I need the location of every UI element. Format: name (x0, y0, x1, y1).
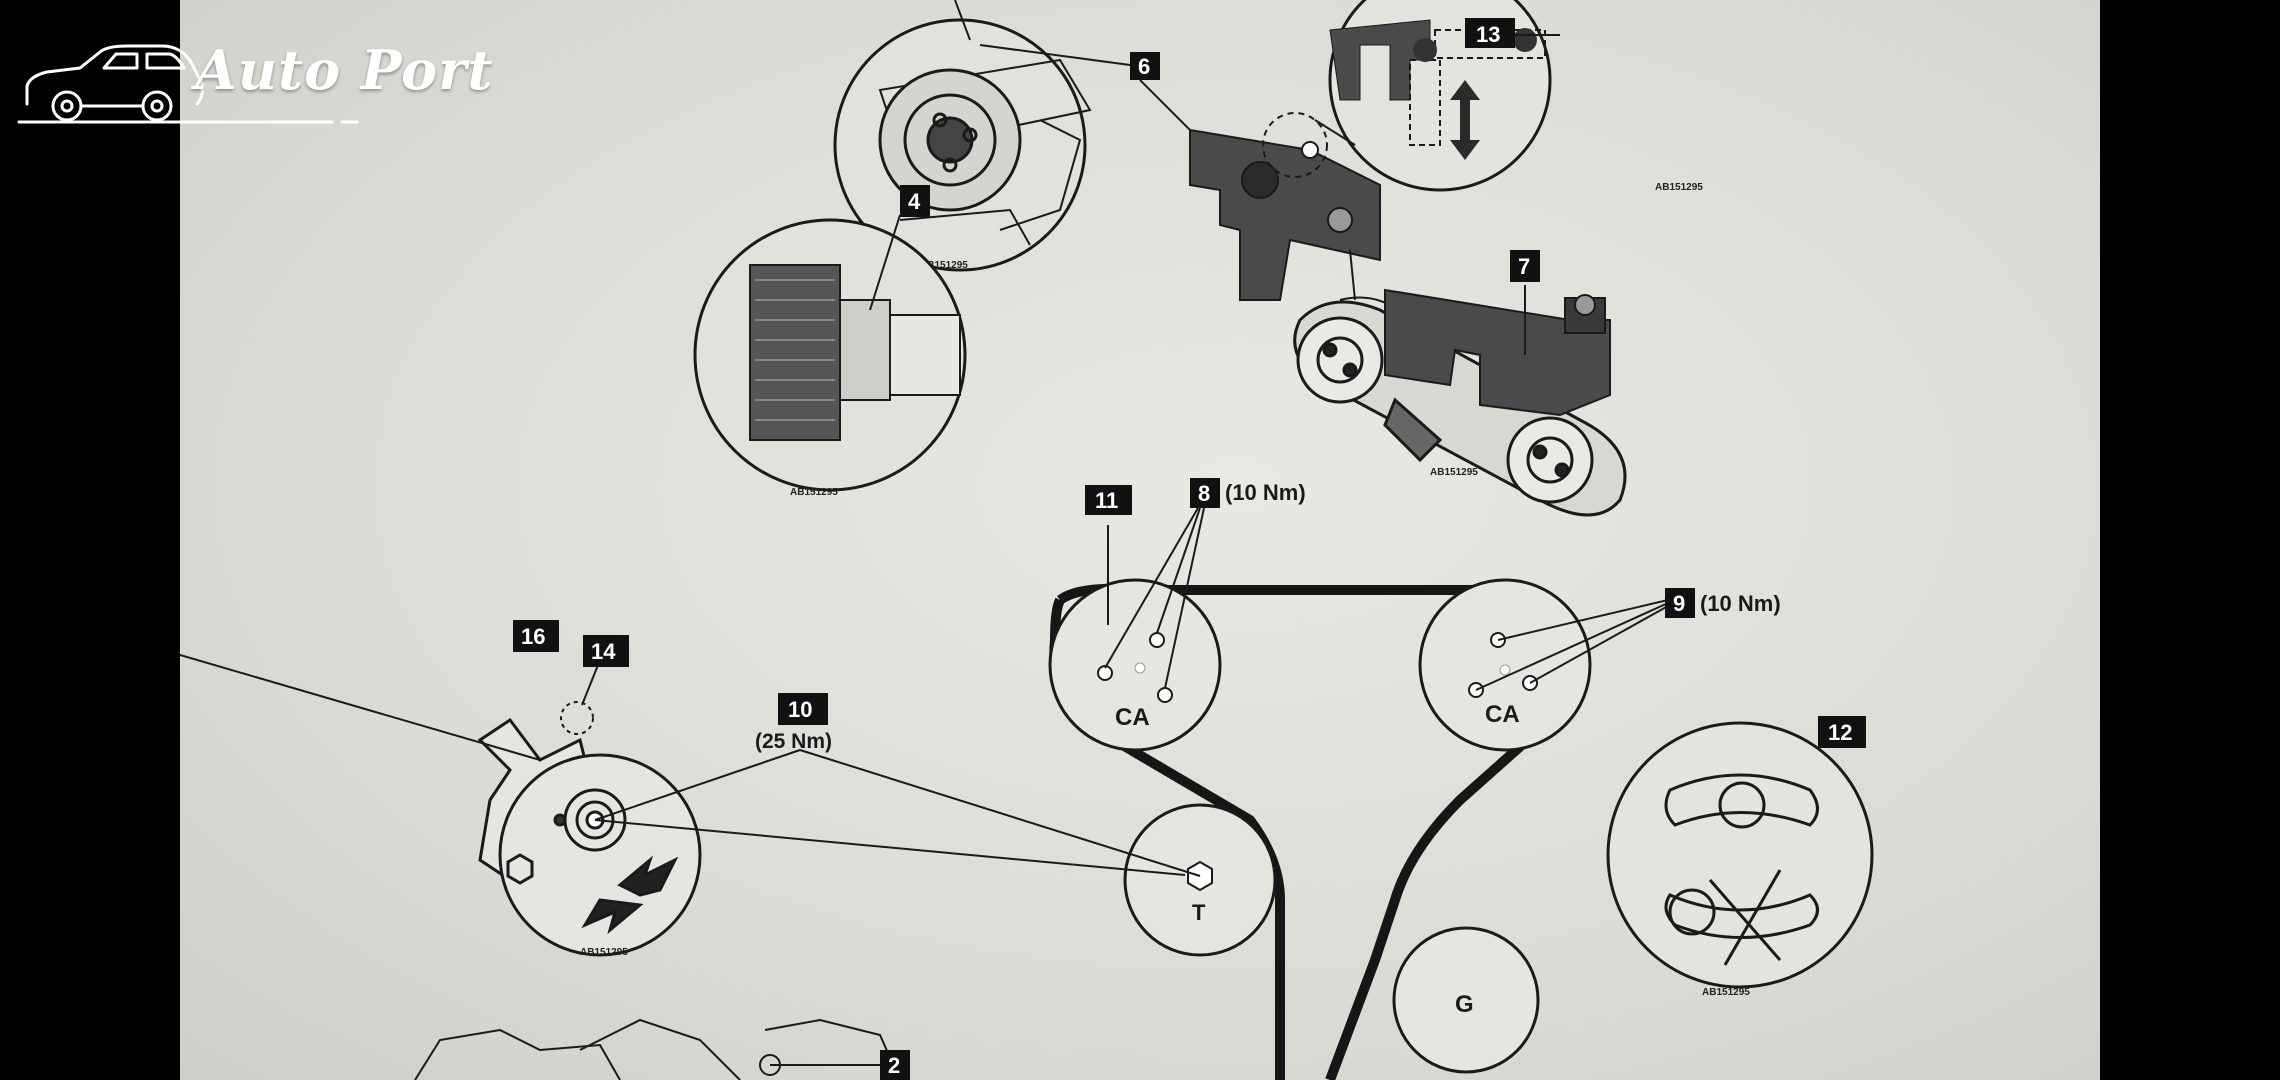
svg-text:(25 Nm): (25 Nm) (755, 730, 832, 753)
svg-text:T: T (1192, 900, 1206, 925)
locking-tool-7 (1384, 285, 1611, 417)
diagram-viewer: AB151295 6 13 AB151295 (180, 0, 2100, 1080)
svg-text:4: 4 (908, 189, 921, 214)
belt-assembly (1293, 249, 1627, 517)
svg-text:10: 10 (788, 697, 812, 722)
svg-text:13: 13 (1476, 22, 1500, 47)
brand-name: Auto Port (195, 38, 494, 102)
callout-6: 6 (979, 44, 1211, 151)
svg-text:12: 12 (1828, 720, 1852, 745)
callout-4: 4 (900, 185, 930, 217)
locking-tool-6 (1189, 112, 1381, 301)
tensioner-pulley: T (1123, 803, 1277, 957)
svg-text:CA: CA (1485, 701, 1520, 728)
timing-belt-diagram: AB151295 6 13 AB151295 (180, 0, 1874, 1080)
svg-text:CA: CA (1115, 704, 1150, 731)
svg-text:16: 16 (521, 624, 545, 649)
bottom-component (414, 1018, 901, 1080)
figure-ref-top: AB151295 (920, 260, 968, 271)
figure-ref-12: AB151295 (1702, 987, 1750, 998)
callout-8: 8 (10 Nm) (1104, 478, 1306, 689)
callout-7: 7 (1510, 250, 1540, 282)
callout-14: 14 (581, 635, 629, 706)
callout-11: 11 (1085, 485, 1132, 625)
callout-12: 12 (1818, 716, 1866, 748)
svg-text:G: G (1455, 991, 1474, 1018)
figure-ref-13: AB151295 (1655, 182, 1703, 193)
callout-9: 9 (10 Nm) (1475, 588, 1781, 691)
detail-4 (693, 214, 967, 492)
detail-16-tensioner (477, 701, 1186, 957)
top-center-detail (833, 0, 1092, 272)
figure-ref-4: AB151295 (790, 487, 838, 498)
cam-pulley-left: CA (1048, 578, 1222, 752)
car-outline-icon (17, 44, 359, 124)
guide-pulley: G (1392, 926, 1540, 1074)
callout-16: 16 (180, 620, 559, 761)
cam-pulley-right: CA (1418, 578, 1592, 752)
callout-10: 10 (25 Nm) (594, 693, 1201, 877)
svg-text:6: 6 (1138, 54, 1150, 79)
detail-12 (1606, 721, 1874, 989)
figure-ref-16: AB151295 (580, 947, 628, 958)
svg-text:(10 Nm): (10 Nm) (1700, 591, 1781, 616)
callout-2: 2 (770, 1050, 910, 1080)
figure-ref-belt: AB151295 (1430, 467, 1478, 478)
svg-text:(10 Nm): (10 Nm) (1225, 480, 1306, 505)
svg-text:14: 14 (591, 639, 616, 664)
svg-text:8: 8 (1198, 481, 1210, 506)
svg-text:9: 9 (1673, 591, 1685, 616)
auto-port-logo (12, 24, 492, 134)
svg-text:2: 2 (888, 1053, 900, 1078)
svg-text:7: 7 (1518, 254, 1530, 279)
callout-13: 13 (1465, 18, 1560, 48)
svg-text:11: 11 (1095, 488, 1118, 513)
